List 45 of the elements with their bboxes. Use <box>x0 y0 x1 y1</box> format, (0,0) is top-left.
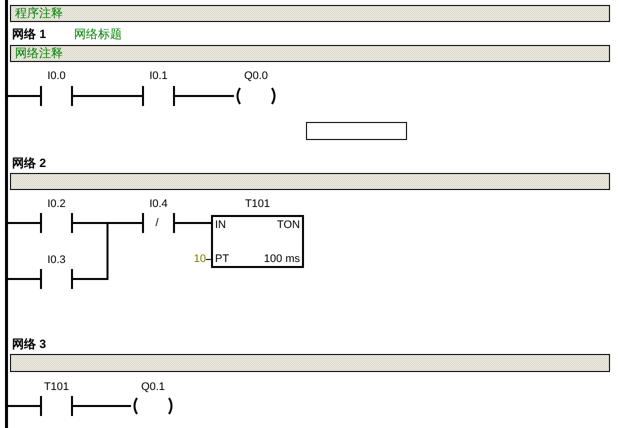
time-base: 100 ms <box>264 253 300 265</box>
operand-label: I0.4 <box>148 198 169 210</box>
power-rail <box>5 0 8 428</box>
network-heading: 网络 3 <box>12 338 46 350</box>
comment-bar <box>10 173 610 190</box>
coil-symbol <box>234 70 278 107</box>
pin-label: PT <box>215 253 230 265</box>
rung-wire <box>8 95 40 97</box>
comment-text: 网络注释 <box>15 46 63 61</box>
rung-wire <box>175 222 211 224</box>
timer-block <box>211 196 304 268</box>
operand-label: I0.0 <box>46 70 67 82</box>
operand-label: I0.1 <box>148 70 169 82</box>
comment-bar <box>10 5 610 22</box>
block-name: T101 <box>244 198 272 210</box>
blank-box <box>306 122 407 140</box>
network-heading: 网络 1 <box>12 28 46 40</box>
comment-bar <box>10 45 610 62</box>
operand-label: Q0.1 <box>140 381 166 393</box>
contact-symbol <box>142 70 175 107</box>
comment-bar <box>10 354 610 372</box>
rung-wire <box>175 95 234 97</box>
network-title: 网络标题 <box>74 28 122 40</box>
contact-symbol <box>40 70 73 107</box>
network-heading: 网络 2 <box>12 157 46 169</box>
rung-wire <box>8 222 40 224</box>
preset-value: 10 <box>194 253 211 265</box>
operand-label: I0.2 <box>46 198 67 210</box>
operand-label: I0.3 <box>46 254 67 266</box>
comment-text: 程序注释 <box>15 6 63 21</box>
block-type: TON <box>276 219 300 231</box>
contact-symbol <box>40 381 73 417</box>
negation-mark: / <box>156 217 159 229</box>
operand-label: T101 <box>42 381 70 393</box>
contact-symbol <box>40 198 73 234</box>
rung-wire <box>8 278 40 280</box>
rung-wire <box>73 405 131 407</box>
operand-label: Q0.0 <box>243 70 269 82</box>
rung-wire <box>73 95 142 97</box>
pin-label: IN <box>215 219 226 231</box>
rung-wire <box>8 405 40 407</box>
coil-symbol <box>131 381 175 417</box>
contact-symbol <box>40 254 73 290</box>
rung-wire <box>73 222 142 280</box>
contact-symbol <box>142 198 175 234</box>
